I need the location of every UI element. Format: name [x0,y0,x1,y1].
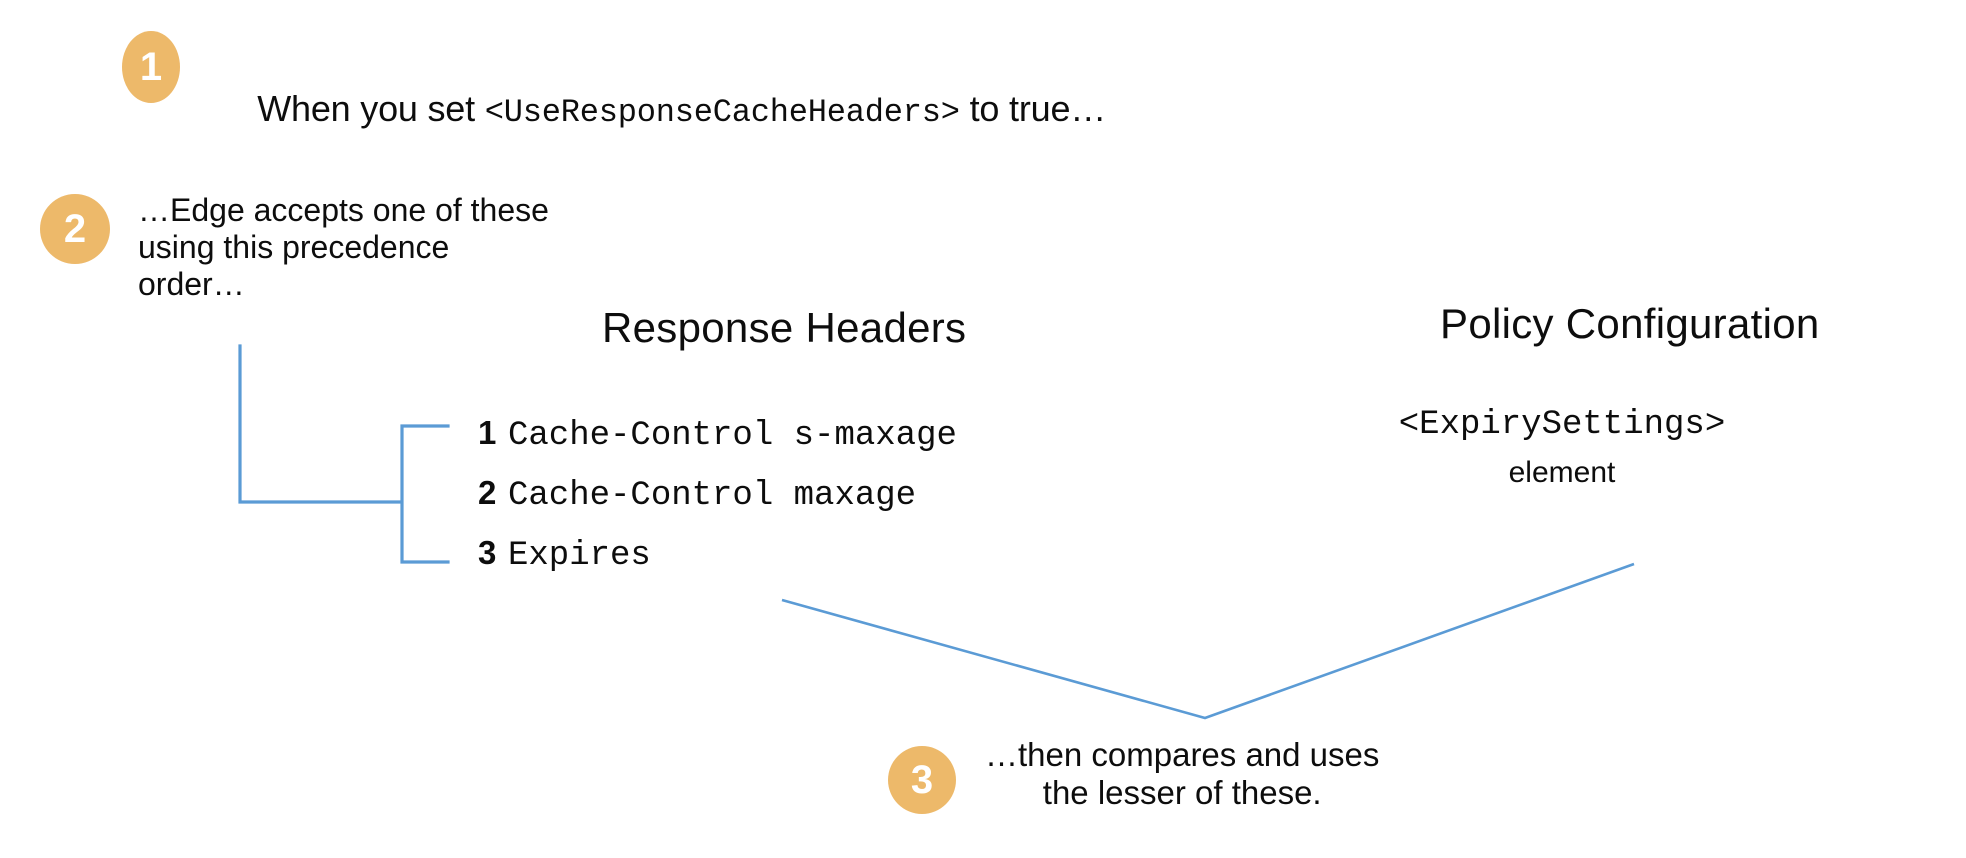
list-item: 1 Cache-Control s-maxage [478,414,957,474]
step-badge-1: 1 [122,31,180,103]
policy-configuration-block: <ExpirySettings> element [1352,406,1772,490]
step-badge-2: 2 [40,194,110,264]
precedence-list: 1 Cache-Control s-maxage 2 Cache-Control… [478,414,957,594]
expiry-settings-element-label: element [1508,456,1616,489]
step2-elbow-connector [238,344,403,504]
step-3-text: …then compares and uses the lesser of th… [985,736,1380,812]
precedence-rank: 3 [478,534,497,571]
policy-configuration-heading: Policy Configuration [1440,300,1820,347]
step-1-text-after: to true… [959,88,1107,129]
response-headers-heading: Response Headers [602,304,967,351]
step-1-text: When you set <UseResponseCacheHeaders> t… [218,41,1106,178]
list-item: 3 Expires [478,534,957,594]
response-header-name: Cache-Control maxage [508,477,917,515]
precedence-rank: 1 [478,414,497,451]
list-item: 2 Cache-Control maxage [478,474,957,534]
step-2-text: …Edge accepts one of these using this pr… [138,192,549,303]
precedence-bracket [400,424,450,564]
response-header-name: Expires [508,537,651,575]
use-response-cache-headers-code: <UseResponseCacheHeaders> [484,94,960,131]
step-1-text-before: When you set [257,88,485,129]
step-badge-3: 3 [888,746,956,814]
response-header-name: Cache-Control s-maxage [508,417,957,455]
expiry-settings-element: <ExpirySettings> [1398,406,1726,444]
precedence-rank: 2 [478,474,497,511]
